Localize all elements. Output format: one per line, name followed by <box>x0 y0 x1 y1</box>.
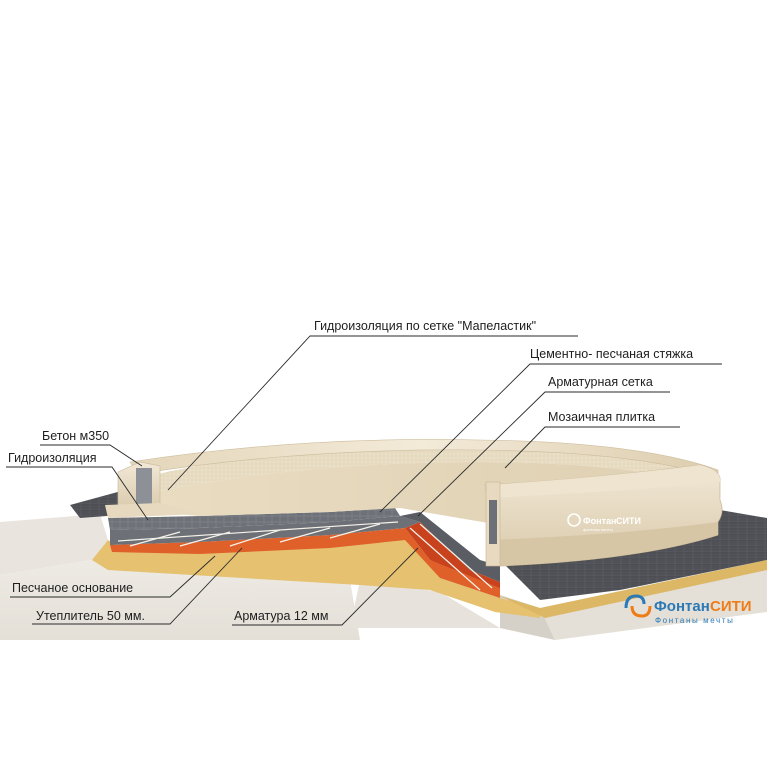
label-waterproofing-mapelastic: Гидроизоляция по сетке "Мапеластик" <box>314 319 536 333</box>
logo-part2: СИТИ <box>710 598 752 615</box>
label-rebar-mesh: Арматурная сетка <box>548 375 653 389</box>
brand-logo: Фонтан СИТИ Фонтаны мечты <box>624 594 752 625</box>
diagram-labels: Гидроизоляция по сетке "Мапеластик" Цеме… <box>8 319 693 623</box>
sand-base-layer <box>92 535 767 618</box>
label-cement-sand-screed: Цементно- песчаная стяжка <box>530 347 693 361</box>
brand-logo-on-wall: Фонтан СИТИ фонтаны мечты <box>567 513 641 532</box>
label-insulation: Утеплитель 50 мм. <box>36 609 145 623</box>
label-rebar-12mm: Арматура 12 мм <box>234 609 328 623</box>
logo-wall-part1: Фонтан <box>583 516 616 526</box>
logo-part1: Фонтан <box>654 598 710 615</box>
leader-lines <box>6 335 722 626</box>
rebar-lines <box>117 521 493 591</box>
left-wall-section <box>105 461 200 518</box>
label-mosaic-tile: Мозаичная плитка <box>548 410 655 424</box>
logo-wall-tagline: фонтаны мечты <box>583 527 613 532</box>
logo-mark-icon <box>624 594 652 618</box>
logo-mark-icon <box>567 513 581 527</box>
logo-tagline: Фонтаны мечты <box>655 616 734 625</box>
label-sand-base: Песчаное основание <box>12 581 133 595</box>
logo-wall-part2: СИТИ <box>616 516 641 526</box>
insulation-layer <box>110 522 500 598</box>
right-wall-section <box>484 464 723 567</box>
label-waterproofing: Гидроизоляция <box>8 451 96 465</box>
label-concrete-m350: Бетон м350 <box>42 429 109 443</box>
